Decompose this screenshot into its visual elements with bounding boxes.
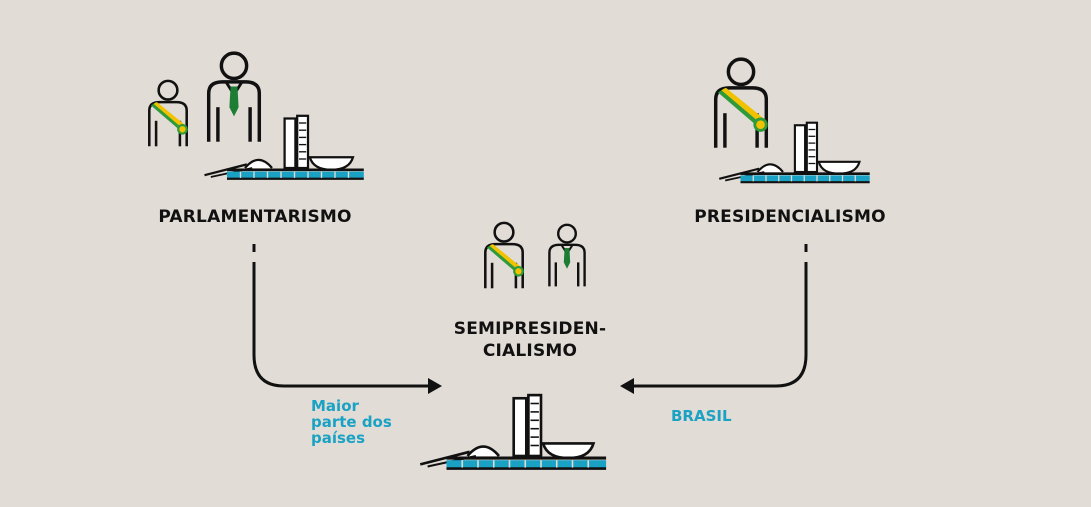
label-semipresidencialismo-line1: SEMIPRESIDEN- xyxy=(453,319,607,339)
prime-minister-with-tie-icon xyxy=(206,51,262,144)
label-semipresidencialismo: SEMIPRESIDEN- CIALISMO xyxy=(430,318,630,362)
arrow-head-left xyxy=(620,378,634,394)
note-maior-parte-dos-paises: Maior parte dos países xyxy=(311,398,392,446)
congress-icon xyxy=(717,121,871,184)
label-parlamentarismo: PARLAMENTARISMO xyxy=(158,207,352,227)
congress-icon xyxy=(203,114,366,181)
congress-icon xyxy=(418,393,608,471)
prime-minister-with-tie-icon xyxy=(548,223,586,288)
president-with-sash-icon xyxy=(713,57,769,150)
president-with-sash-icon xyxy=(484,221,524,290)
connector-right xyxy=(620,244,808,394)
presidencialismo-illustration xyxy=(713,57,871,184)
connector-left xyxy=(252,244,442,394)
note-line1: Maior xyxy=(311,397,359,415)
label-semipresidencialismo-line2: CIALISMO xyxy=(482,341,578,361)
parlamentarismo-illustration xyxy=(148,51,366,181)
note-line3: países xyxy=(311,429,366,447)
note-line2: parte dos xyxy=(311,413,392,431)
note-brasil: BRASIL xyxy=(671,407,732,425)
president-with-sash-icon xyxy=(148,79,188,148)
arrow-head-right xyxy=(428,378,442,394)
label-presidencialismo: PRESIDENCIALISMO xyxy=(694,207,886,227)
